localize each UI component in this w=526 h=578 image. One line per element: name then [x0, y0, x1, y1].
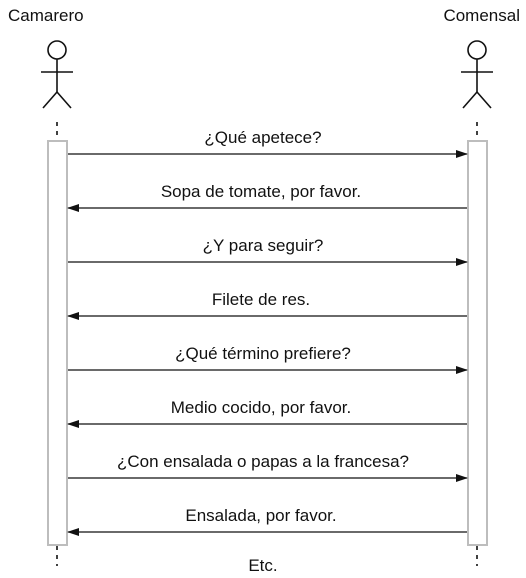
actor-name-camarero: Camarero [8, 6, 84, 25]
message-label: ¿Con ensalada o papas a la francesa? [116, 452, 410, 471]
message-label: Sopa de tomate, por favor. [160, 182, 362, 201]
message-label: ¿Qué término prefiere? [175, 344, 351, 363]
actor-name-comensal: Comensal [443, 6, 520, 25]
message-label: Medio cocido, por favor. [170, 398, 352, 417]
actor-right-figure [461, 40, 493, 109]
footer-etc: Etc. [248, 556, 278, 575]
actor-left-figure [41, 40, 73, 109]
activation-bar-left [47, 140, 68, 546]
message-label: Filete de res. [211, 290, 311, 309]
activation-bar-right [467, 140, 488, 546]
message-label: ¿Qué apetece? [204, 128, 322, 147]
message-label: Ensalada, por favor. [185, 506, 337, 525]
message-label: ¿Y para seguir? [202, 236, 324, 255]
